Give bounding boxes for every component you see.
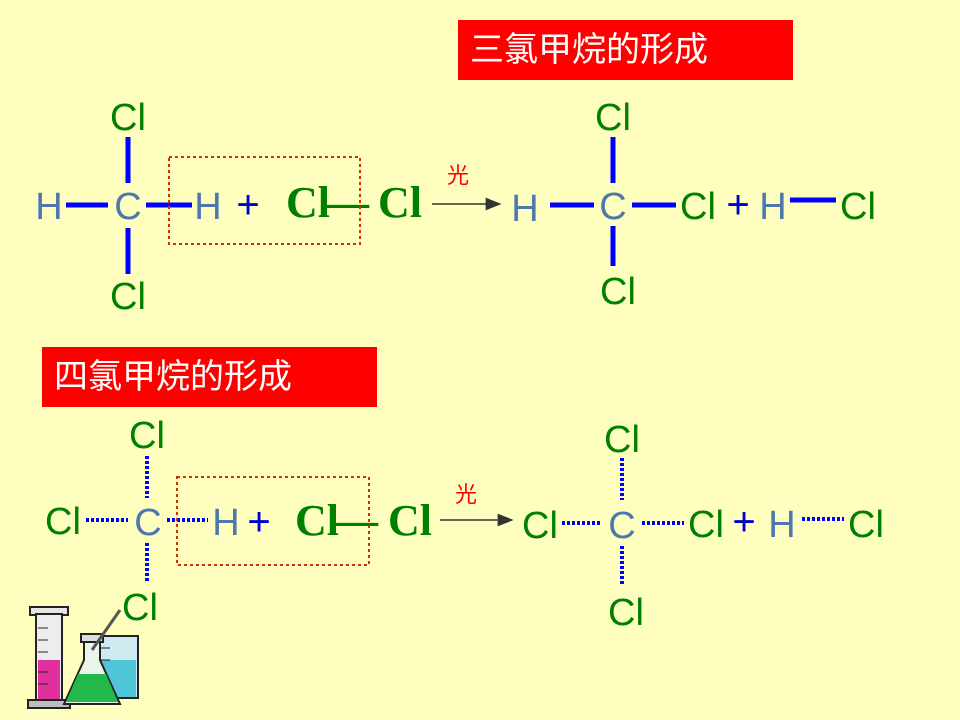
reactant2-right-h: H [212, 502, 239, 544]
reaction1-dashed-box [168, 156, 361, 245]
product1-bonds [550, 137, 676, 266]
product2-bottom-cl: Cl [608, 592, 644, 634]
reaction2-hcl-cl: Cl [848, 504, 884, 546]
product2-bonds [562, 458, 684, 586]
reaction2-plus2: + [732, 500, 755, 544]
product1-left-h: H [511, 188, 538, 230]
reaction2-plus1: + [247, 500, 270, 544]
reaction1-plus1: + [236, 183, 259, 227]
product2-top-cl: Cl [604, 419, 640, 461]
reactant1-bonds [66, 137, 192, 274]
product1-top-cl: Cl [595, 97, 631, 139]
reaction1-cl2-right: Cl [378, 178, 422, 227]
product2-right-cl: Cl [688, 504, 724, 546]
product2-left-cl: Cl [522, 505, 558, 547]
reactant2-bottom-cl: Cl [122, 587, 158, 629]
reaction1-condition: 光 [447, 164, 469, 189]
product1-right-cl: Cl [680, 186, 716, 228]
reaction2-title: 四氯甲烷的形成 [42, 347, 377, 407]
product1-bottom-cl: Cl [600, 271, 636, 313]
reaction1-cl2-left: Cl [286, 178, 330, 227]
reaction2-hcl-h: H [768, 504, 795, 546]
reaction2-cl2-bond: — [333, 496, 379, 545]
reaction1-hcl-cl: Cl [840, 186, 876, 228]
reactant1-top-cl: Cl [110, 97, 146, 139]
reaction1-plus2: + [726, 183, 749, 227]
reactant1-right-h: H [194, 186, 221, 228]
reaction1-equation: Cl H C H Cl + Cl — Cl 光 Cl H C Cl Cl + H… [35, 97, 876, 318]
reactant2-center-c: C [134, 502, 161, 544]
reactant2-left-cl: Cl [45, 501, 81, 543]
reaction1-cl2-bond: — [324, 178, 370, 227]
reaction2-cl2-right: Cl [388, 496, 432, 545]
reaction1-title: 三氯甲烷的形成 [458, 20, 793, 80]
reaction2-equation: Cl Cl C H Cl + Cl — Cl 光 Cl Cl C Cl Cl +… [45, 415, 884, 634]
reactant1-bottom-cl: Cl [110, 276, 146, 318]
reaction2-dashed-box [176, 476, 370, 566]
reactant2-top-cl: Cl [129, 415, 165, 457]
product1-center-c: C [599, 186, 626, 228]
lab-glassware-icon [27, 606, 139, 709]
reaction2-cl2-left: Cl [295, 496, 339, 545]
reaction1-hcl-h: H [759, 186, 786, 228]
reactant2-bonds [86, 456, 208, 582]
reactant1-center-c: C [114, 186, 141, 228]
reactant1-left-h: H [35, 186, 62, 228]
product2-center-c: C [608, 505, 635, 547]
reaction2-condition: 光 [455, 483, 477, 508]
